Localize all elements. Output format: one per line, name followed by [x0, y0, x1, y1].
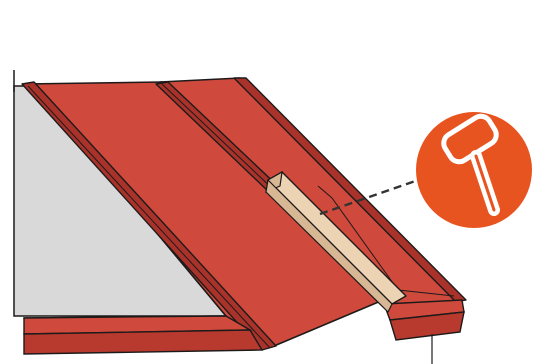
mallet-icon: [416, 112, 532, 228]
eave-fascia-left-lower: [24, 330, 262, 354]
